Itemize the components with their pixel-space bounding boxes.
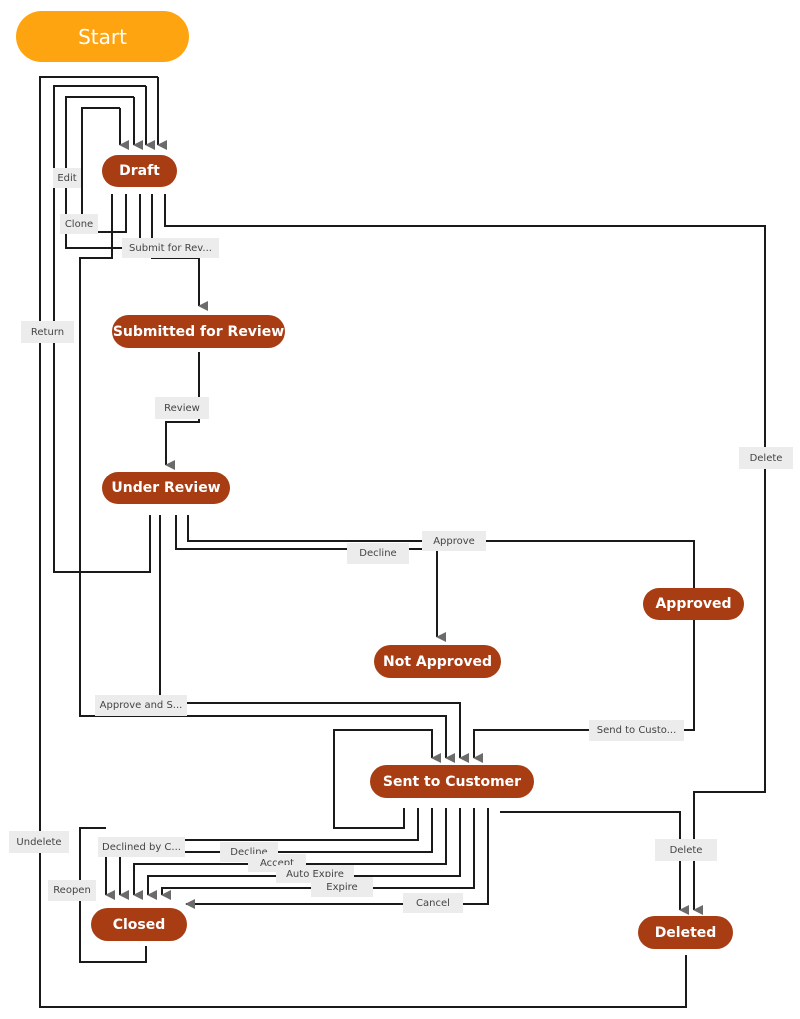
edge-send-customer <box>473 620 695 763</box>
edge-label-edit: Edit <box>53 168 81 188</box>
edge-label-send-to-customer: Send to Custo... <box>589 720 684 741</box>
closed-node[interactable]: Closed <box>91 908 187 941</box>
edge-label-expire: Expire <box>311 877 373 897</box>
edge-submit <box>151 194 208 311</box>
edge-cancel <box>185 808 489 909</box>
start-node[interactable]: Start <box>16 11 189 62</box>
edge-delete-draft <box>164 194 766 915</box>
edge-label-decline: Decline <box>347 543 409 564</box>
edge-reopen <box>79 827 147 963</box>
deleted-node[interactable]: Deleted <box>638 916 733 949</box>
submitted-for-review-node[interactable]: Submitted for Review <box>112 315 285 348</box>
draft-node[interactable]: Draft <box>102 155 177 187</box>
under-review-node[interactable]: Under Review <box>102 472 230 504</box>
edge-label-approve: Approve <box>422 531 486 551</box>
edge-label-delete-sent: Delete <box>655 839 717 861</box>
edge-declined-by-customer <box>105 808 419 900</box>
edge-sent-loop <box>333 729 441 829</box>
approved-node[interactable]: Approved <box>643 588 744 620</box>
edge-edit <box>65 96 141 249</box>
edge-label-clone: Clone <box>60 214 98 234</box>
not-approved-node[interactable]: Not Approved <box>374 645 501 678</box>
edge-label-reopen: Reopen <box>48 880 96 901</box>
edge-delete-sent <box>500 811 689 915</box>
edge-decline <box>175 515 446 642</box>
edge-label-delete-draft: Delete <box>739 447 793 469</box>
edge-review <box>165 352 200 470</box>
edge-label-approve-send: Approve and S... <box>95 695 187 716</box>
edge-label-review: Review <box>155 397 209 419</box>
edge-loop-2 <box>53 85 151 573</box>
edge-label-declined-by-customer: Declined by C... <box>98 837 185 857</box>
sent-to-customer-node[interactable]: Sent to Customer <box>370 765 534 798</box>
edge-start-draft <box>39 76 687 1008</box>
edge-approve <box>187 515 695 588</box>
edge-label-undelete: Undelete <box>9 831 69 853</box>
edge-label-cancel: Cancel <box>403 893 463 913</box>
edge-label-submit: Submit for Rev... <box>122 238 219 258</box>
edge-approve-send-draft <box>79 194 455 763</box>
edge-approve-send <box>159 515 469 763</box>
edge-label-return: Return <box>21 321 74 343</box>
